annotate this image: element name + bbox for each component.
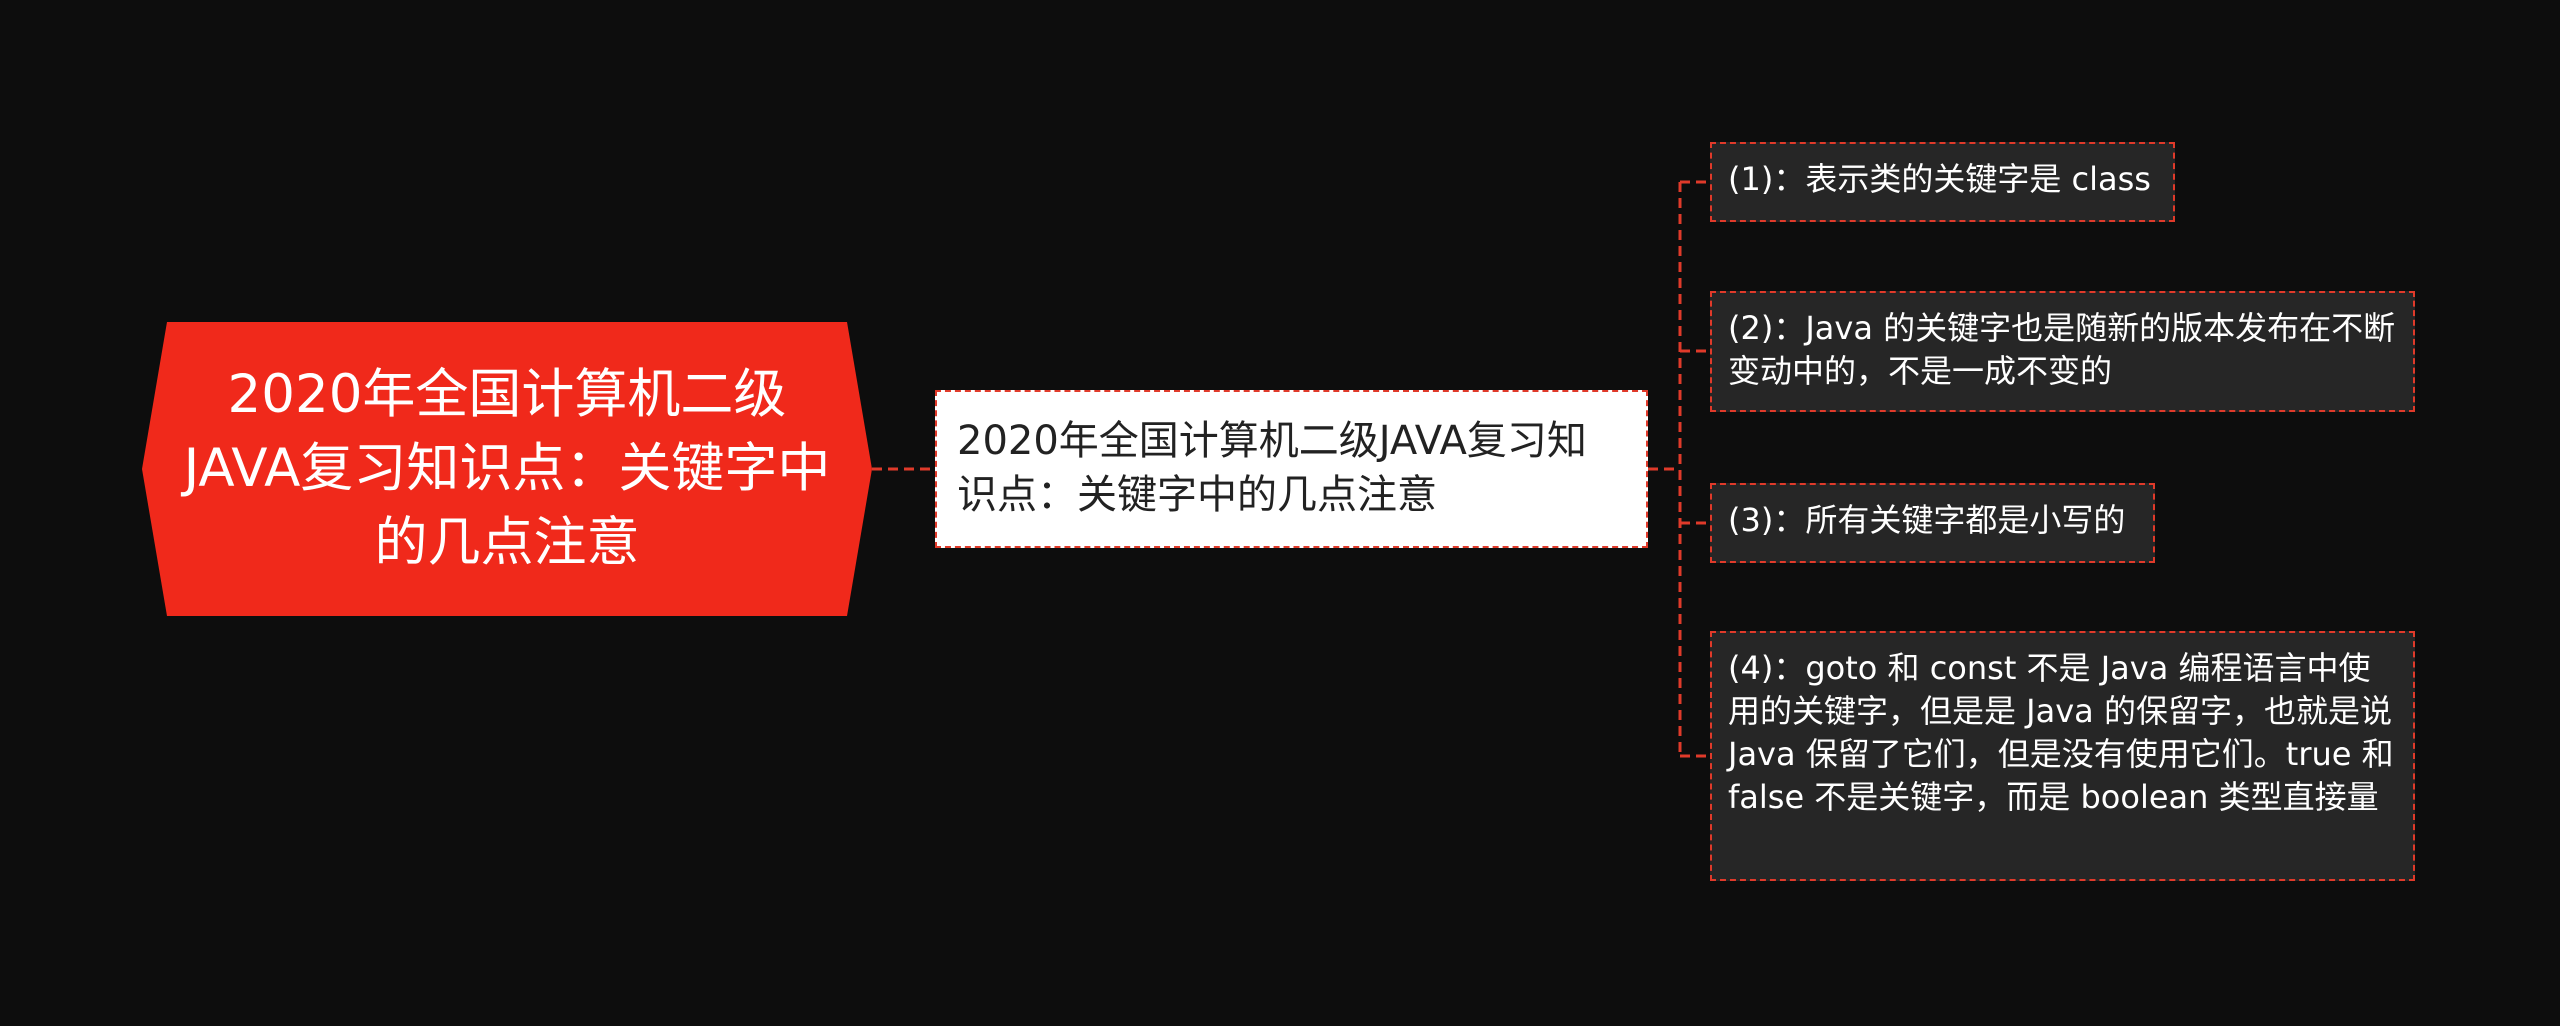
root-node[interactable]: 2020年全国计算机二级JAVA复习知识点：关键字中的几点注意 (142, 322, 872, 616)
item-node-1-label: (1)：表示类的关键字是 class (1728, 160, 2151, 198)
item-node-2[interactable]: (2)：Java 的关键字也是随新的版本发布在不断变动中的，不是一成不变的 (1710, 291, 2415, 412)
topic-node-label: 2020年全国计算机二级JAVA复习知识点：关键字中的几点注意 (957, 418, 1587, 518)
root-node-label: 2020年全国计算机二级JAVA复习知识点：关键字中的几点注意 (183, 364, 831, 573)
item-node-4-label: (4)：goto 和 const 不是 Java 编程语言中使用的关键字，但是是… (1728, 649, 2394, 816)
root-node-shape (142, 322, 872, 616)
item-node-2-label: (2)：Java 的关键字也是随新的版本发布在不断变动中的，不是一成不变的 (1728, 309, 2396, 390)
item-node-4[interactable]: (4)：goto 和 const 不是 Java 编程语言中使用的关键字，但是是… (1710, 631, 2415, 881)
item-node-3[interactable]: (3)：所有关键字都是小写的 (1710, 483, 2155, 563)
item-node-3-label: (3)：所有关键字都是小写的 (1728, 501, 2126, 539)
topic-node[interactable]: 2020年全国计算机二级JAVA复习知识点：关键字中的几点注意 (935, 390, 1648, 548)
item-node-1[interactable]: (1)：表示类的关键字是 class (1710, 142, 2175, 222)
